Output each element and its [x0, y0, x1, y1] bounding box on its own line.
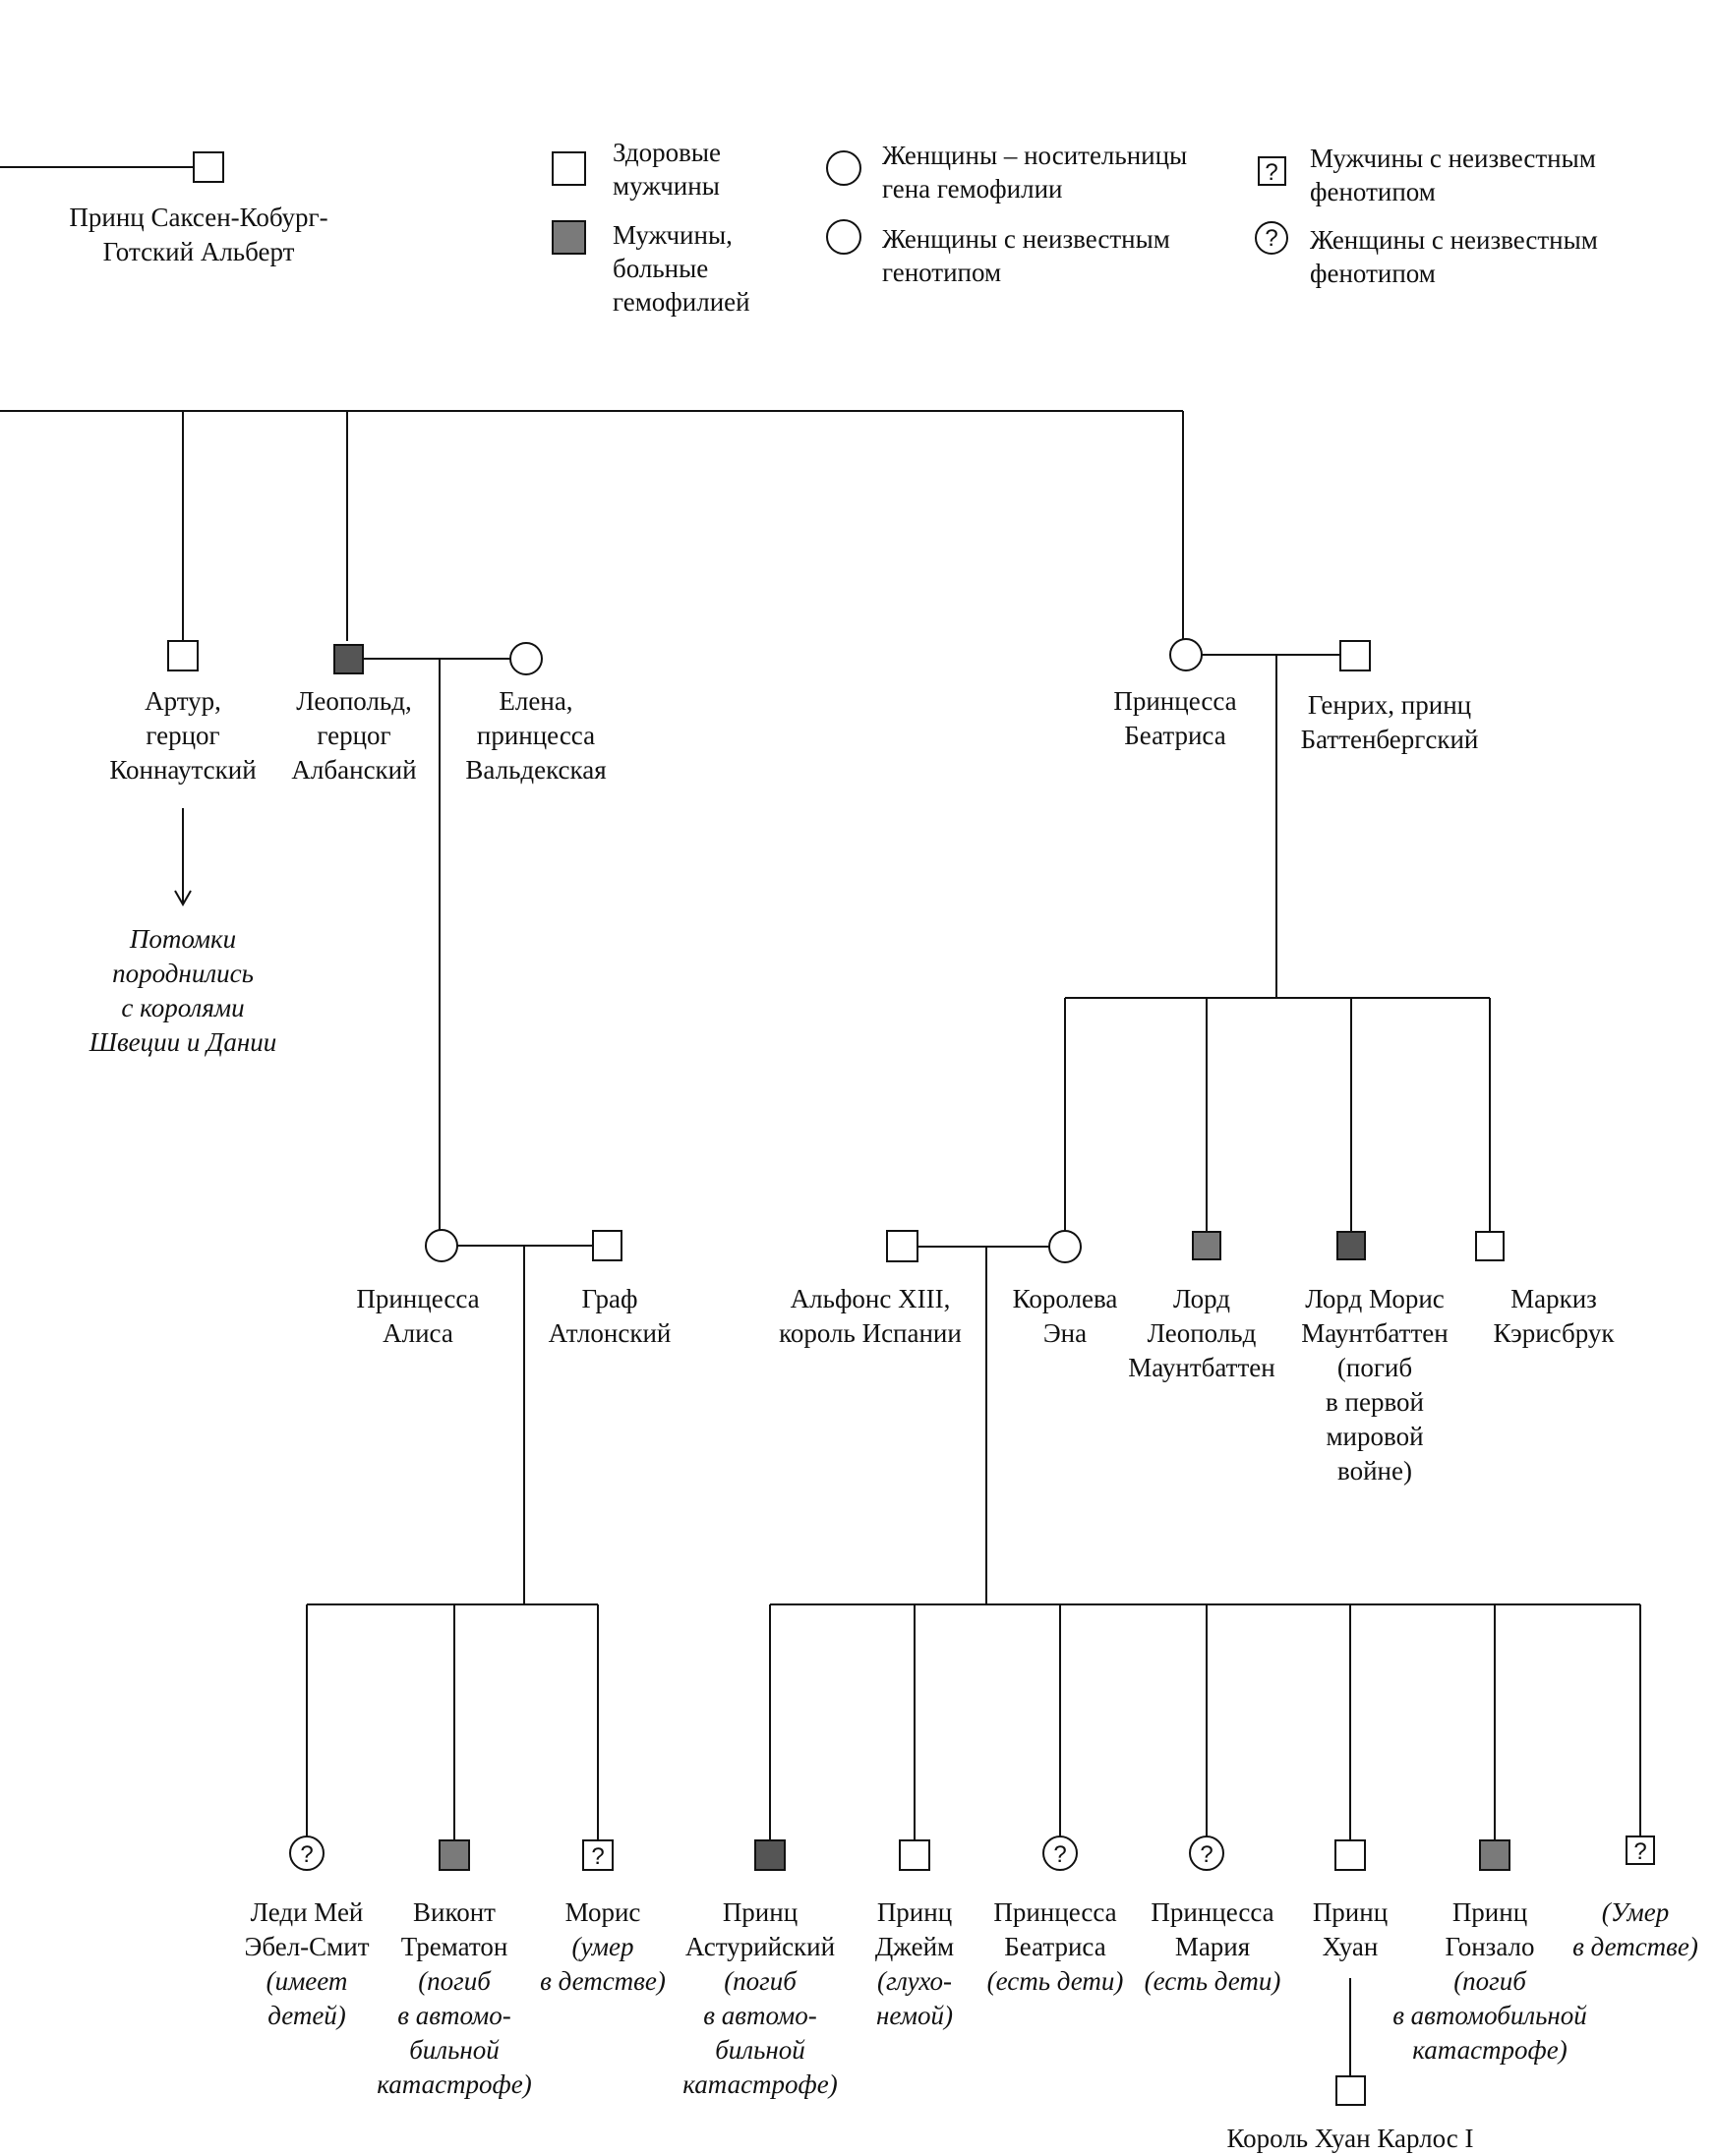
legend-unknown-genotype: Женщины с неизвестным генотипом: [882, 224, 1170, 287]
ena-label: Королева Эна: [1012, 1284, 1118, 1348]
trematon-label: Виконт Трематон (погиб в автомо- бильной…: [377, 1897, 532, 2099]
beatrice-label: Принцесса Беатриса: [1113, 686, 1237, 750]
legend-affected-male: Мужчины, больные гемофилией: [613, 220, 750, 317]
maurice-symbol: [582, 1839, 614, 1871]
alfonso-label: Альфонс XIII, король Испании: [779, 1284, 962, 1348]
legend-carrier-female: Женщины – носительницы гена гемофилии: [882, 141, 1188, 204]
maurice-m-symbol: [1336, 1231, 1366, 1260]
legend-carrier-female-symbol: [826, 150, 861, 186]
juan-carlos-label: Король Хуан Карлос I: [1226, 2124, 1474, 2153]
beatrice-symbol: [1169, 638, 1203, 671]
maria-mark: ?: [1200, 1841, 1213, 1868]
maurice-label: Морис (умер в детстве): [540, 1897, 666, 1996]
athlone-symbol: [592, 1230, 622, 1261]
legend-unknown-genotype-symbol: [826, 219, 861, 255]
legend-unknown-male-symbol: [1258, 156, 1286, 186]
beatriz-label: Принцесса Беатриса (есть дети): [986, 1897, 1124, 1996]
maurice-mark: ?: [591, 1843, 604, 1870]
juan-carlos-symbol: [1335, 2075, 1366, 2106]
legend-unknown-female: Женщины с неизвестным фенотипом: [1310, 225, 1598, 288]
leopold-symbol: [333, 644, 364, 674]
jaime-symbol: [899, 1839, 930, 1871]
alice-label: Принцесса Алиса: [356, 1284, 480, 1348]
beatriz-mark: ?: [1053, 1841, 1066, 1868]
legend-healthy-male-symbol: [552, 151, 586, 186]
gonzalo-symbol: [1479, 1839, 1510, 1871]
maria-symbol: [1189, 1836, 1224, 1871]
albert-symbol: [193, 151, 224, 183]
ena-symbol: [1048, 1230, 1082, 1263]
leopold-m-symbol: [1192, 1231, 1221, 1260]
arthur-note: Потомки породнились с королями Швеции и …: [89, 924, 277, 1057]
maurice-m-label: Лорд Морис Маунтбаттен (погиб в первой м…: [1301, 1284, 1449, 1486]
athlone-label: Граф Атлонский: [548, 1284, 672, 1348]
leopold-m-label: Лорд Леопольд Маунтбаттен: [1128, 1284, 1275, 1382]
legend-healthy-male: Здоровые мужчины: [613, 138, 721, 201]
henry-label: Генрих, принц Баттенбергский: [1300, 690, 1479, 754]
asturias-label: Принц Астурийский (погиб в автомо- бильн…: [682, 1897, 838, 2099]
may-mark: ?: [300, 1841, 313, 1868]
died-young-symbol: [1626, 1836, 1655, 1865]
gonzalo-label: Принц Гонзало (погиб в автомобильной кат…: [1392, 1897, 1587, 2065]
legend-unknown-female-mark: ?: [1265, 225, 1277, 252]
alice-symbol: [425, 1229, 458, 1262]
legend-unknown-male-mark: ?: [1265, 159, 1277, 186]
legend-unknown-male: Мужчины с неизвестным фенотипом: [1310, 144, 1596, 206]
legend-affected-male-symbol: [552, 220, 586, 255]
maria-label: Принцесса Мария (есть дети): [1144, 1897, 1281, 1996]
died-young-label: (Умер в детстве): [1572, 1897, 1698, 1961]
helena-symbol: [509, 642, 543, 675]
helena-label: Елена, принцесса Вальдекская: [465, 686, 607, 785]
beatriz-symbol: [1042, 1836, 1078, 1871]
legend-unknown-female-symbol: [1255, 221, 1288, 255]
albert-label: Принц Саксен-Кобург- Готский Альберт: [69, 203, 328, 266]
leopold-label: Леопольд, герцог Албанский: [291, 686, 417, 785]
henry-symbol: [1339, 640, 1371, 671]
juan-label: Принц Хуан: [1312, 1897, 1389, 1961]
arthur-label: Артур, герцог Коннаутский: [109, 686, 257, 785]
died-young-mark: ?: [1633, 1838, 1646, 1865]
carisbrooke-symbol: [1475, 1231, 1505, 1261]
trematon-symbol: [439, 1839, 470, 1871]
may-label: Леди Мей Эбел-Смит (имеет детей): [244, 1897, 370, 2030]
juan-symbol: [1334, 1839, 1366, 1871]
carisbrooke-label: Маркиз Кэрисбрук: [1493, 1284, 1615, 1348]
asturias-symbol: [754, 1839, 786, 1871]
jaime-label: Принц Джейм (глухо- немой): [874, 1897, 955, 2030]
may-symbol: [289, 1836, 325, 1871]
arthur-symbol: [167, 640, 199, 671]
alfonso-symbol: [886, 1230, 918, 1262]
